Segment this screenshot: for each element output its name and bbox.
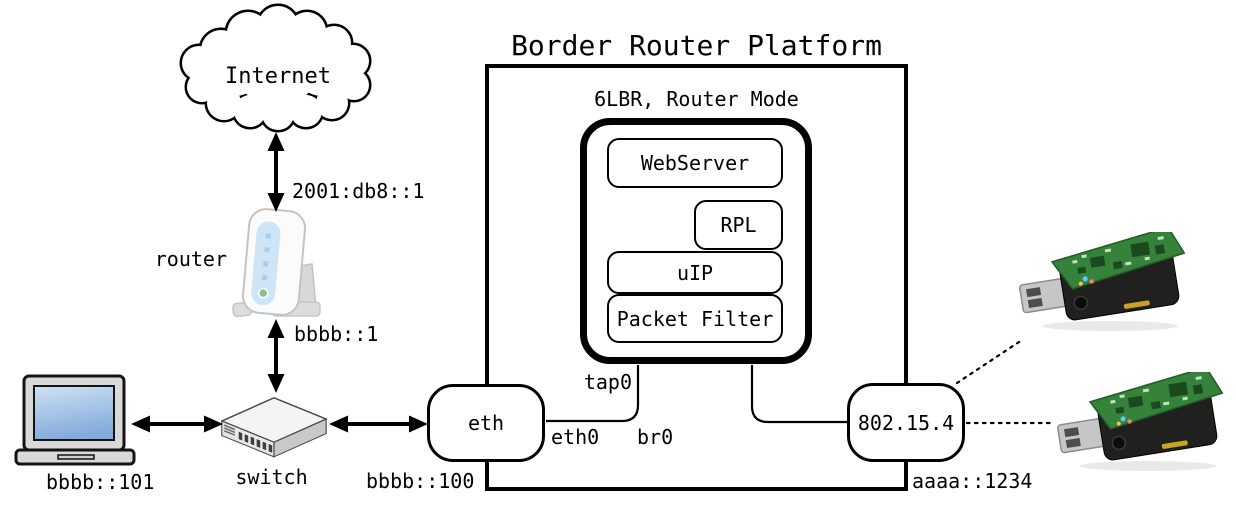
internet-node-label: Internet <box>225 64 331 89</box>
border-router-platform-box <box>485 64 908 491</box>
eth-address-label: bbbb::100 <box>366 469 475 493</box>
internet-cloud-icon <box>179 3 372 133</box>
interface-eth0-label: eth0 <box>551 425 600 449</box>
switch-device-label: switch <box>235 465 308 489</box>
usb-radio-dongle-icon <box>1056 372 1228 474</box>
node-eth: eth <box>427 384 545 462</box>
home-router-device-icon <box>232 208 321 318</box>
router-lan-address-label: bbbb::1 <box>294 322 379 346</box>
router-device-label: router <box>154 247 227 271</box>
sixlbr-mode-label: 6LBR, Router Mode <box>594 87 799 111</box>
node-packet-filter: Packet Filter <box>607 294 783 343</box>
laptop-address-label: bbbb::101 <box>46 470 155 494</box>
ethernet-switch-device-icon <box>221 397 327 458</box>
laptop-computer-icon <box>14 374 136 466</box>
diagram-title: Border Router Platform <box>511 29 882 62</box>
interface-br0-label: br0 <box>637 425 674 449</box>
usb-radio-dongle-icon <box>1018 232 1190 334</box>
node-rpl: RPL <box>694 200 783 250</box>
wan-address-label: 2001:db8::1 <box>292 179 425 203</box>
wireless-link-dongle-top <box>955 338 1024 385</box>
node-uip: uIP <box>607 251 783 294</box>
interface-tap0-label: tap0 <box>583 370 632 394</box>
node-802-15-4: 802.15.4 <box>847 383 965 462</box>
node-webserver: WebServer <box>607 138 783 188</box>
radio-address-label: aaaa::1234 <box>912 469 1033 493</box>
